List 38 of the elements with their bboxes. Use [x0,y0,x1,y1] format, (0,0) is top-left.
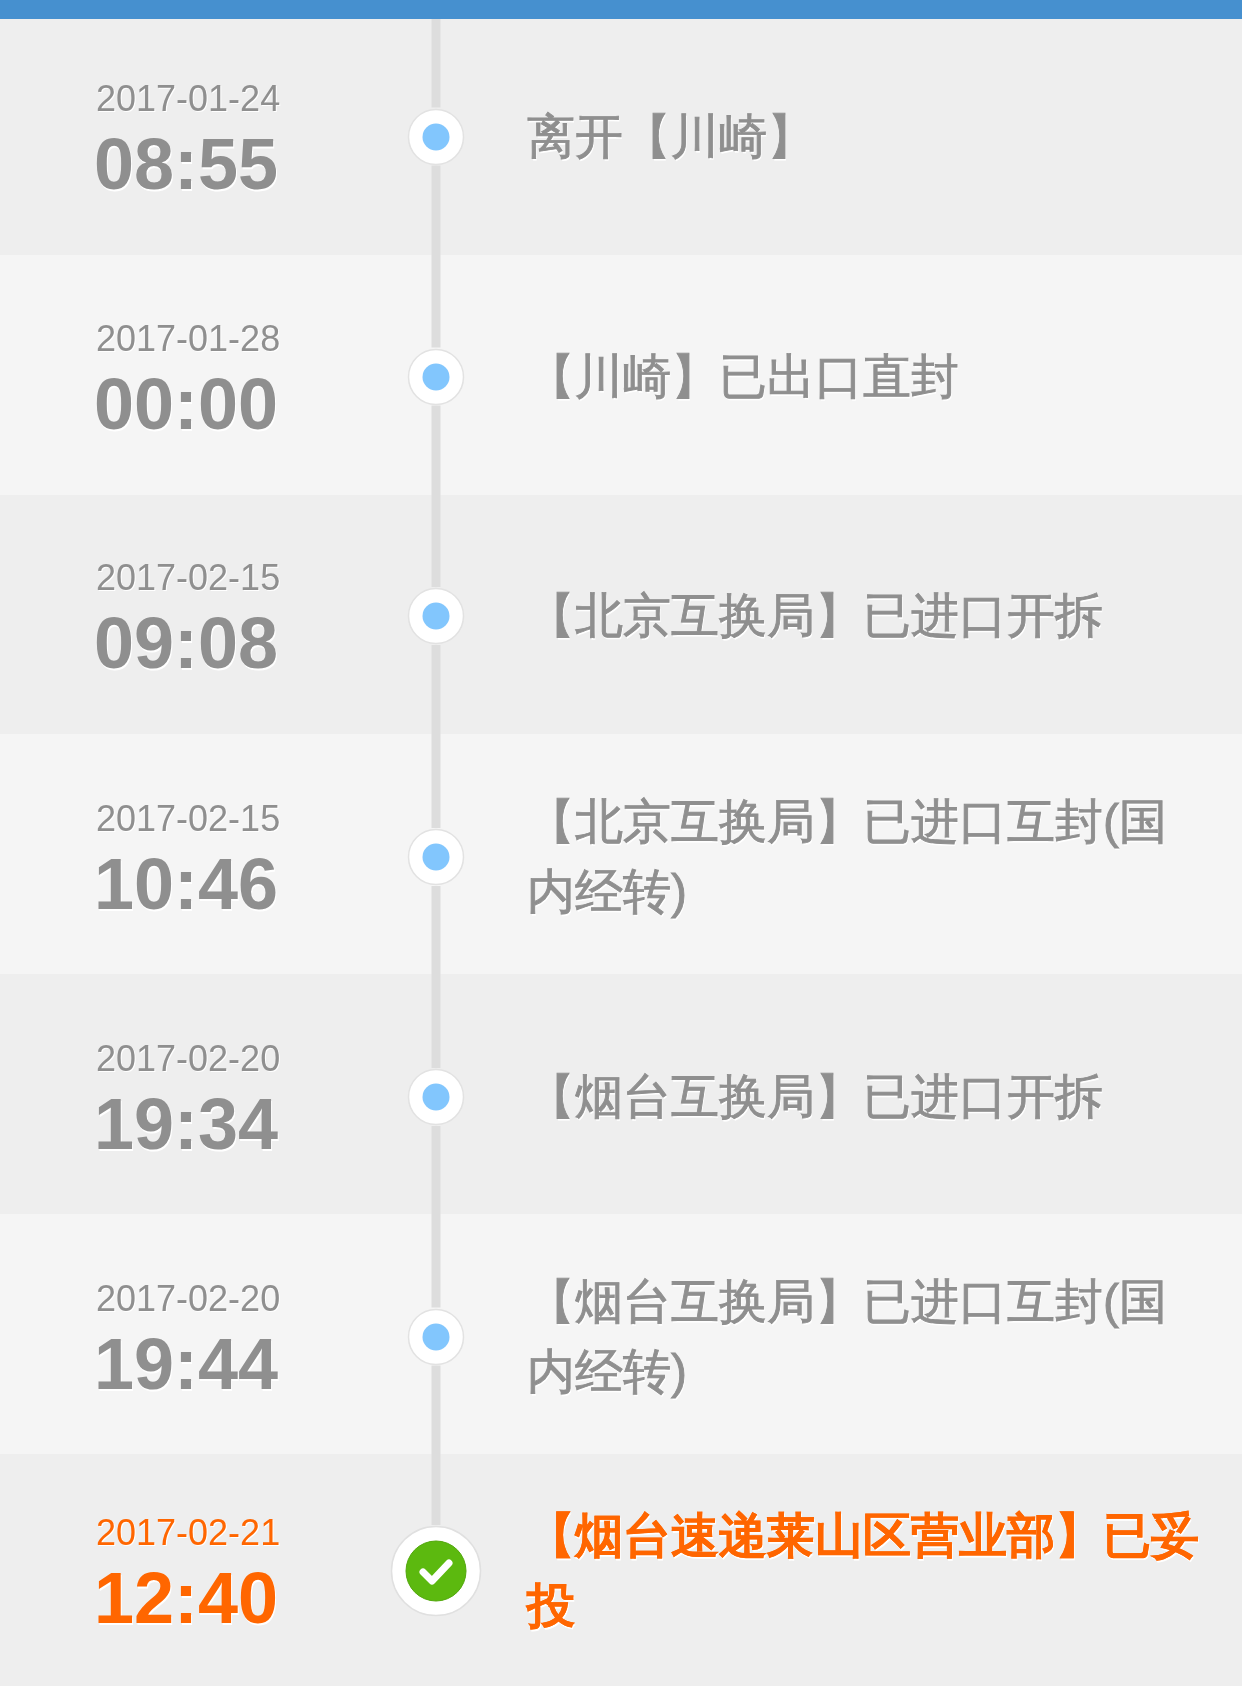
date-text: 2017-02-15 [96,560,281,596]
status-text: 【烟台互换局】已进口开拆 [527,1069,1104,1125]
time-text: 12:40 [94,1562,279,1634]
status-dot-icon [407,107,465,166]
status-dot-icon [407,587,465,645]
status-dot-icon [407,1307,465,1366]
date-text: 2017-01-28 [96,320,281,357]
time-text: 00:00 [94,367,279,440]
date-text: 2017-02-20 [96,1041,281,1077]
timeline-line [431,1126,441,1308]
timeline-line [431,886,441,1068]
timeline-line [431,645,441,828]
timeline-line [431,19,441,108]
date-text: 2017-01-24 [96,80,281,117]
event-row [0,255,1242,495]
status-text: 【烟台速递莱山区营业部】已妥投 [527,1508,1200,1634]
timeline-line [431,405,441,587]
time-text: 09:08 [94,607,279,679]
timeline-line [431,1365,441,1525]
date-text: 2017-02-20 [96,1280,281,1317]
status-dot-icon [407,1068,465,1126]
date-text: 2017-02-15 [96,801,281,837]
check-icon [390,1525,482,1617]
timeline-line [431,165,441,348]
status-text: 离开【川崎】 [527,108,816,165]
time-text: 08:55 [94,127,279,200]
date-text: 2017-02-21 [96,1515,281,1551]
event-row [0,734,1242,974]
event-row [0,1214,1242,1454]
status-text: 【北京互换局】已进口开拆 [527,588,1104,644]
status-dot-icon [407,347,465,406]
status-dot-icon [407,828,465,886]
time-text: 19:44 [94,1327,279,1400]
time-text: 19:34 [94,1088,279,1160]
status-text: 【北京互换局】已进口互封(国内经转) [527,794,1168,920]
time-text: 10:46 [94,848,279,920]
status-text: 【川崎】已出口直封 [527,348,960,405]
status-text: 【烟台互换局】已进口互封(国内经转) [527,1273,1168,1400]
